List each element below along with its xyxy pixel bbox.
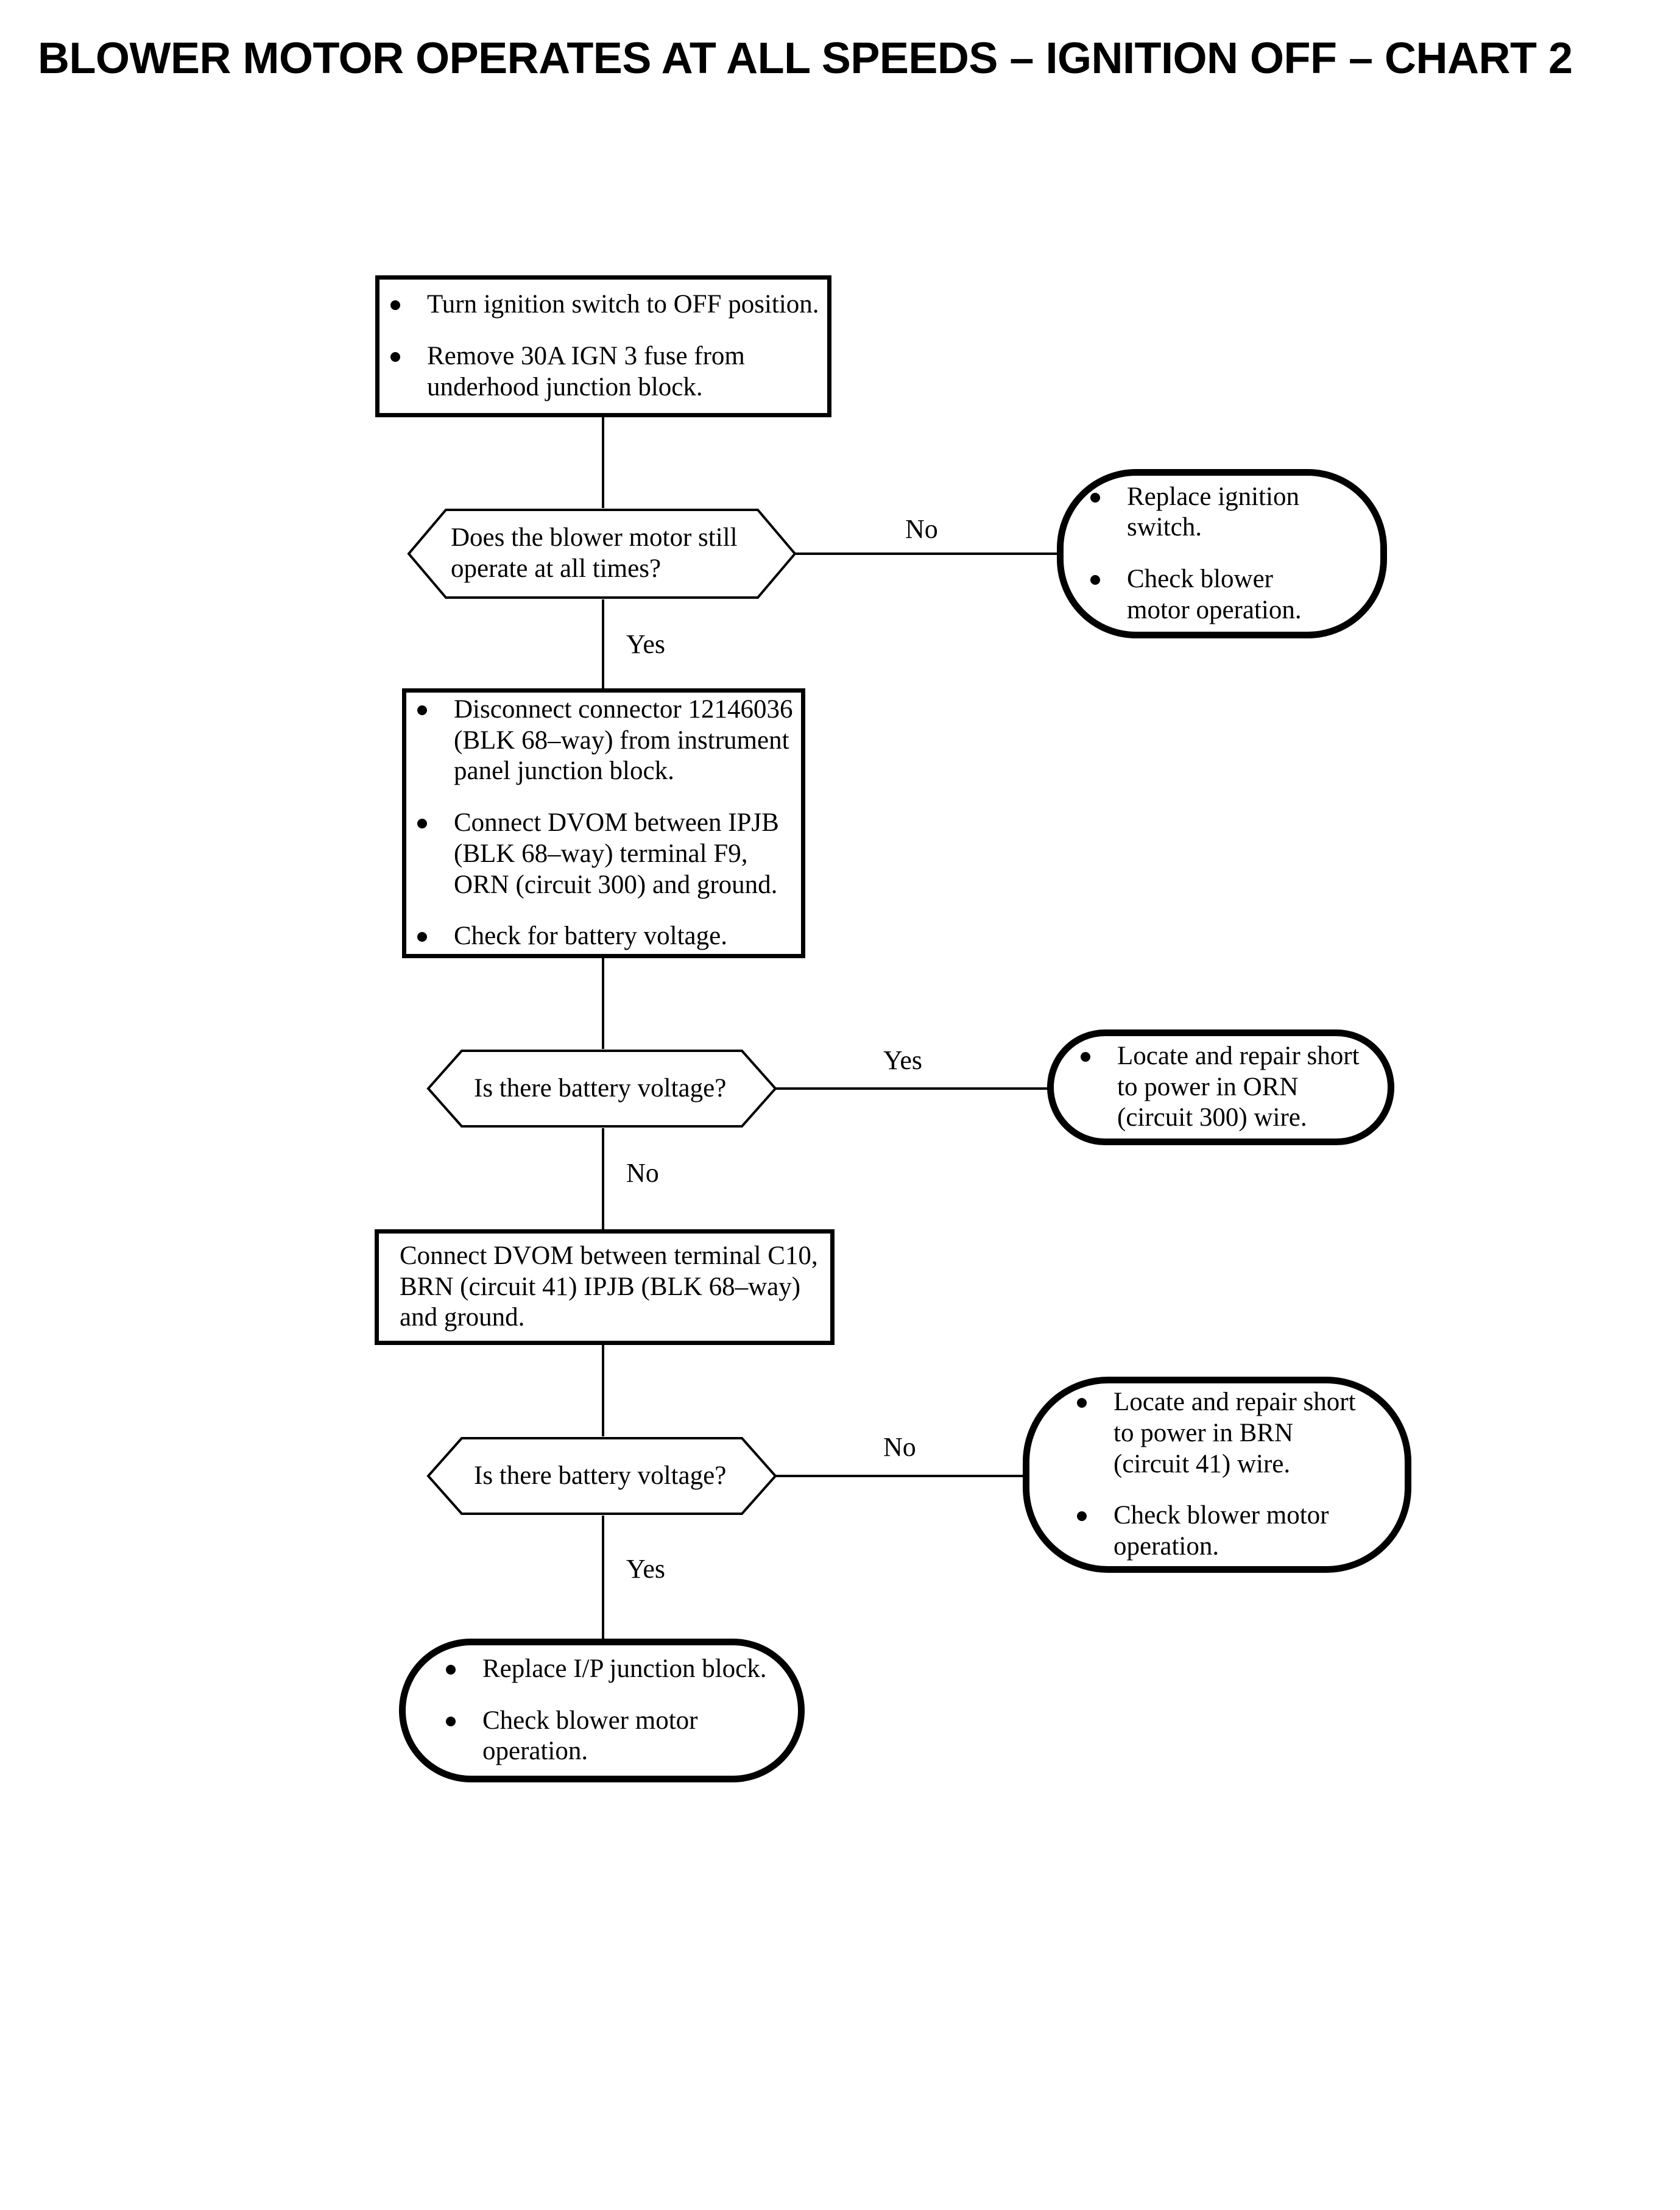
connector-decision2-to-result2	[776, 1087, 1048, 1090]
hexagon-shape	[407, 508, 797, 599]
step1-bullet2-line2: underhood junction block.	[427, 372, 703, 401]
result3-bullet2-line1: Check blower motor	[1114, 1501, 1329, 1530]
decision-node-2: Is there battery voltage?	[426, 1049, 777, 1128]
step1-bullet1-line1: Turn ignition switch to OFF position.	[427, 290, 819, 319]
process-node-step3: Connect DVOM between terminal C10, BRN (…	[375, 1229, 835, 1345]
terminator-node-result3: Locate and repair short to power in BRN …	[1023, 1377, 1411, 1573]
step3-line3: and ground.	[400, 1303, 525, 1332]
result1-bullet-list: Replace ignition switch. Check blower mo…	[1064, 482, 1380, 626]
process-node-step1: Turn ignition switch to OFF position. Re…	[375, 275, 831, 417]
step2-bullet1-line2: (BLK 68–way) from instrument	[454, 725, 789, 755]
result2-bullet1-line1: Locate and repair short	[1117, 1041, 1360, 1070]
decision-1-line2: operate at all times?	[451, 554, 662, 583]
result3-bullet2-line2: operation.	[1114, 1532, 1219, 1561]
result3-bullet1-line2: to power in BRN	[1114, 1418, 1294, 1447]
terminator-node-result4: Replace I/P junction block. Check blower…	[399, 1639, 805, 1782]
edge-label-no-3: No	[883, 1432, 916, 1462]
result2-bullet1-line3: (circuit 300) wire.	[1117, 1103, 1307, 1132]
step2-bullet-list: Disconnect connector 12146036 (BLK 68–wa…	[406, 694, 801, 952]
result2-bullet1-line2: to power in ORN	[1117, 1072, 1299, 1101]
connector-decision3-to-result3	[776, 1475, 1023, 1477]
connector-decision1-to-result1	[796, 552, 1058, 555]
list-item: Locate and repair short to power in BRN …	[1066, 1387, 1380, 1480]
step2-bullet2-line1: Connect DVOM between IPJB	[454, 808, 779, 838]
connector-step3-to-decision3	[602, 1345, 604, 1436]
step2-bullet2-line3: ORN (circuit 300) and ground.	[454, 870, 778, 899]
result1-bullet1-line1: Replace ignition	[1127, 482, 1300, 511]
step3-line2: BRN (circuit 41) IPJB (BLK 68–way)	[400, 1272, 801, 1301]
edge-label-yes-3: Yes	[626, 1554, 666, 1584]
result4-bullet1-line1: Replace I/P junction block.	[482, 1654, 767, 1683]
decision-node-3: Is there battery voltage?	[426, 1436, 777, 1516]
decision-3-text: Is there battery voltage?	[426, 1436, 777, 1516]
list-item: Check blower motor operation.	[1079, 564, 1358, 626]
step1-bullet-list: Turn ignition switch to OFF position. Re…	[379, 289, 827, 403]
connector-step2-to-decision2	[602, 958, 604, 1049]
result1-bullet2-line2: motor operation.	[1127, 595, 1302, 624]
result3-bullet-list: Locate and repair short to power in BRN …	[1029, 1387, 1405, 1562]
step2-bullet1-line1: Disconnect connector 12146036	[454, 694, 793, 724]
hexagon-shape	[426, 1049, 777, 1128]
decision-2-text: Is there battery voltage?	[426, 1049, 777, 1128]
result2-bullet-list: Locate and repair short to power in ORN …	[1054, 1041, 1388, 1134]
list-item: Check for battery voltage.	[406, 921, 801, 952]
list-item: Replace ignition switch.	[1079, 482, 1358, 543]
result3-bullet1-line3: (circuit 41) wire.	[1114, 1449, 1291, 1478]
list-item: Check blower motor operation.	[435, 1706, 774, 1767]
list-item: Turn ignition switch to OFF position.	[379, 289, 827, 320]
decision-1-text: Does the blower motor still operate at a…	[407, 508, 797, 599]
decision-node-1: Does the blower motor still operate at a…	[407, 508, 797, 599]
step2-bullet3-line1: Check for battery voltage.	[454, 922, 727, 951]
result4-bullet2-line1: Check blower motor	[482, 1706, 698, 1735]
result1-bullet1-line2: switch.	[1127, 513, 1202, 542]
decision-1-line1: Does the blower motor still	[451, 523, 738, 552]
step1-bullet2-line1: Remove 30A IGN 3 fuse from	[427, 342, 745, 371]
list-item: Check blower motor operation.	[1066, 1500, 1380, 1562]
connector-decision3-to-result4	[602, 1516, 604, 1640]
result4-bullet-list: Replace I/P junction block. Check blower…	[406, 1654, 798, 1767]
terminator-node-result2: Locate and repair short to power in ORN …	[1047, 1029, 1394, 1145]
result3-bullet1-line1: Locate and repair short	[1114, 1388, 1356, 1417]
edge-label-yes-2: Yes	[883, 1045, 923, 1075]
decision-2-line1: Is there battery voltage?	[474, 1073, 727, 1103]
connector-step1-to-decision1	[602, 417, 604, 508]
decision-3-line1: Is there battery voltage?	[474, 1461, 727, 1490]
edge-label-no-2: No	[626, 1158, 659, 1188]
list-item: Replace I/P junction block.	[435, 1654, 774, 1685]
step2-bullet1-line3: panel junction block.	[454, 757, 674, 786]
list-item: Remove 30A IGN 3 fuse from underhood jun…	[379, 341, 827, 403]
list-item: Locate and repair short to power in ORN …	[1070, 1041, 1366, 1134]
list-item: Disconnect connector 12146036 (BLK 68–wa…	[406, 694, 801, 787]
edge-label-yes-1: Yes	[626, 629, 666, 659]
terminator-node-result1: Replace ignition switch. Check blower mo…	[1057, 469, 1387, 638]
step3-text: Connect DVOM between terminal C10, BRN (…	[379, 1241, 830, 1333]
step2-bullet2-line2: (BLK 68–way) terminal F9,	[454, 839, 748, 868]
connector-decision1-to-step2	[602, 599, 604, 688]
list-item: Connect DVOM between IPJB (BLK 68–way) t…	[406, 808, 801, 900]
process-node-step2: Disconnect connector 12146036 (BLK 68–wa…	[402, 688, 805, 958]
result1-bullet2-line1: Check blower	[1127, 565, 1274, 593]
step3-line1: Connect DVOM between terminal C10,	[400, 1241, 818, 1270]
edge-label-no-1: No	[905, 514, 938, 544]
hexagon-shape	[426, 1436, 777, 1516]
result4-bullet2-line2: operation.	[482, 1737, 588, 1766]
page-title: BLOWER MOTOR OPERATES AT ALL SPEEDS – IG…	[38, 34, 1573, 83]
connector-decision2-to-step3	[602, 1128, 604, 1229]
